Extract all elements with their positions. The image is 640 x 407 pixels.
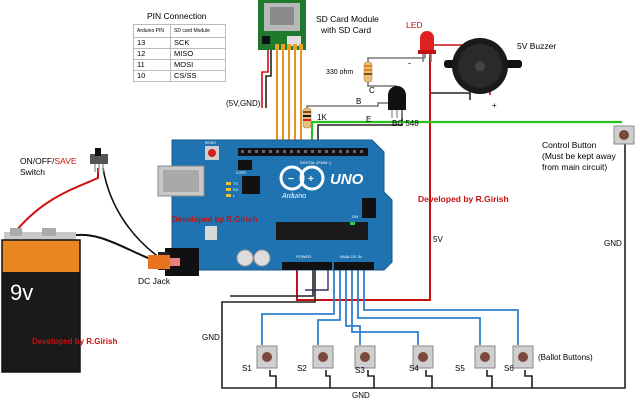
battery-black-wire (69, 233, 159, 263)
sd-vcc-wire (261, 48, 269, 108)
dc-jack (148, 255, 180, 269)
button-label-s2: S2 (297, 364, 307, 373)
button-label-s5: S5 (455, 364, 465, 373)
header-sd-module: SD card Module (170, 24, 226, 38)
table-row: 10 CS/SS (133, 70, 226, 82)
label-gnd-bottom: GND (352, 391, 370, 400)
sd-power-label: (5V,GND) (226, 99, 261, 108)
control-gnd-wire (221, 140, 626, 389)
battery-red-wire (11, 168, 99, 237)
ballot-button-shapes (256, 345, 534, 369)
transistor-bc548 (388, 86, 406, 118)
board-l-label: L (233, 193, 236, 198)
battery-label: 9v (10, 280, 33, 305)
sd-gnd-wire (265, 48, 272, 108)
led (418, 31, 436, 62)
button-label-s4: S4 (409, 364, 419, 373)
sd-pin-cell: MISO (170, 48, 226, 60)
sd-pin-cell: SCK (170, 37, 226, 49)
pin-connection-title: PIN Connection (147, 11, 207, 21)
table-row: 13 SCK (133, 37, 226, 49)
arduino-uno-board: − + (157, 139, 393, 276)
control-label-1: Control Button (542, 140, 597, 150)
battery-9v (1, 228, 81, 373)
developer-credit-right: Developed by R.Girish (418, 194, 509, 204)
buzzer-label: 5V Buzzer (517, 41, 556, 51)
label-gnd-right: GND (604, 239, 622, 248)
arduino-pin-cell: 13 (133, 37, 171, 49)
pin-b-label: B (356, 97, 361, 106)
board-rx-label: RX (233, 187, 239, 192)
sd-module-label-2: with SD Card (320, 25, 371, 35)
resistor-1k (302, 107, 312, 129)
control-label-2: (Must be kept away (542, 151, 616, 161)
transistor-label: BC 548 (392, 119, 419, 128)
board-digital-label: DIGITAL (PWM~) (300, 160, 332, 165)
board-tx-label: TX (233, 181, 238, 186)
arduino-pin-cell: 11 (133, 59, 171, 71)
button-ground-wires (269, 370, 533, 388)
table-row: 12 MISO (133, 48, 226, 60)
sd-pin-cell: MOSI (170, 59, 226, 71)
button-signal-wires (261, 270, 519, 345)
board-reset-label: RESET (205, 141, 218, 145)
buzzer (444, 38, 522, 94)
control-green-wire (310, 120, 622, 148)
led-label: LED (406, 20, 423, 30)
developer-credit-board: Developed by R.Girish (172, 215, 257, 224)
resistor-330-label: 330 ohm (326, 69, 353, 76)
board-icsp-label: ICSP2 (236, 171, 246, 175)
sd-ribbon-wires (276, 48, 302, 140)
button-label-s1: S1 (242, 364, 252, 373)
board-on-label: ON (352, 214, 358, 219)
switch-label-2: Switch (20, 167, 45, 177)
pin-e-label: E (366, 115, 371, 124)
arduino-pin-cell: 10 (133, 70, 171, 82)
dc-jack-label: DC Jack (138, 276, 171, 286)
pin-connection-table: Arduino PIN SD card Module 13 SCK 12 MIS… (133, 24, 226, 82)
control-label-3: from main circuit) (542, 162, 607, 172)
on-off-switch (90, 148, 108, 172)
button-label-s6: S6 (504, 364, 514, 373)
buzzer-neg-wire (430, 92, 471, 100)
switch-to-jack-wire (102, 167, 161, 259)
button-gnd-wire (230, 270, 314, 297)
board-brand: UNO (330, 171, 364, 188)
table-row: 11 MOSI (133, 59, 226, 71)
minus-label: - (408, 58, 411, 68)
developer-credit-battery: Developed by R.Girish (32, 337, 117, 346)
pin-c-label: C (369, 86, 375, 95)
label-5v: 5V (433, 235, 443, 244)
plus-label: + (492, 101, 497, 110)
sd-card-module (258, 0, 306, 50)
board-analog-label: ANALOG IN (340, 254, 362, 259)
header-arduino-pin: Arduino PIN (133, 24, 171, 38)
label-gnd-left: GND (202, 333, 220, 342)
board-power-label: POWER (296, 254, 311, 259)
switch-label-1: ON/OFF/SAVE (20, 156, 77, 166)
ballot-buttons-label: (Ballot Buttons) (538, 353, 593, 362)
pin-table-header: Arduino PIN SD card Module (133, 24, 226, 38)
button-label-s3: S3 (355, 366, 365, 375)
control-button (613, 125, 635, 145)
board-subtitle: Arduino (281, 193, 306, 200)
resistor-1k-label: 1K (317, 113, 327, 122)
analog-dark-wire (305, 270, 329, 291)
arduino-pin-cell: 12 (133, 48, 171, 60)
svg-text:+: + (308, 174, 314, 185)
resistor-330-ohm (363, 61, 373, 83)
svg-text:−: − (288, 174, 294, 185)
sd-pin-cell: CS/SS (170, 70, 226, 82)
sd-module-label-1: SD Card Module (316, 14, 379, 24)
